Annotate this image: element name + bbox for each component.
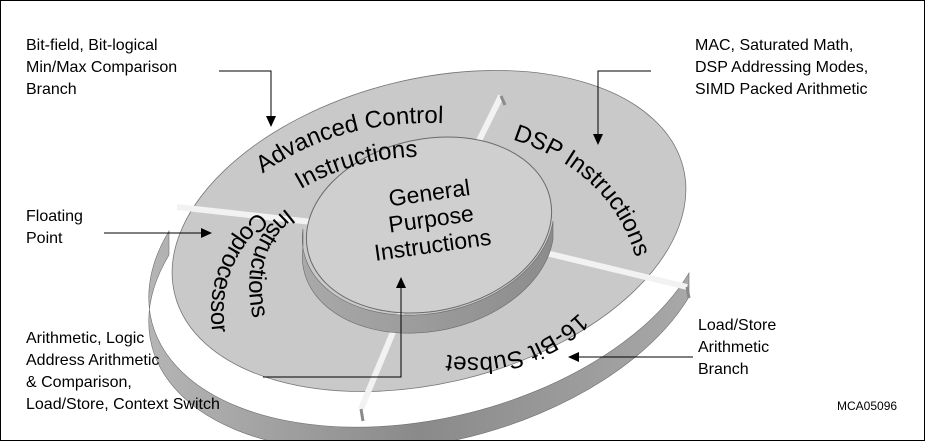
hub-face (305, 136, 553, 314)
callout-line-advanced (219, 70, 272, 121)
note-line: Min/Max Comparison (26, 59, 178, 76)
callout-line-general (263, 283, 402, 378)
note-line: MAC, Saturated Math, (695, 37, 854, 54)
hub-side (302, 220, 554, 334)
note-line: Point (26, 230, 63, 247)
note-advanced-control: Bit-field, Bit-logical Min/Max Compariso… (26, 35, 177, 101)
note-line: Branch (26, 81, 77, 98)
note-line: Arithmetic, Logic (26, 330, 145, 347)
note-line: DSP Addressing Modes, (695, 59, 869, 76)
figure-id: MCA05096 (837, 399, 898, 413)
callout-lines (104, 70, 693, 378)
callout-line-dsp (597, 70, 651, 139)
note-line: Bit-field, Bit-logical (26, 37, 158, 54)
note-general-purpose: Arithmetic, Logic Address Arithmetic & C… (26, 328, 220, 416)
note-line: & Comparison, (26, 374, 132, 391)
note-floating-point: Floating Point (26, 206, 83, 250)
note-line: Load/Store (698, 317, 777, 334)
note-line: Load/Store, Context Switch (26, 396, 220, 413)
callout-arrowheads (201, 116, 603, 362)
center-label: General Purpose Instructions (373, 174, 493, 266)
note-16bit-subset: Load/Store Arithmetic Branch (698, 315, 776, 381)
note-dsp: MAC, Saturated Math, DSP Addressing Mode… (695, 35, 868, 101)
note-line: Address Arithmetic (26, 352, 160, 369)
note-line: SIMD Packed Arithmetic (695, 81, 868, 98)
note-line: Branch (698, 361, 749, 378)
note-line: Floating (26, 208, 83, 225)
note-line: Arithmetic (698, 339, 770, 356)
